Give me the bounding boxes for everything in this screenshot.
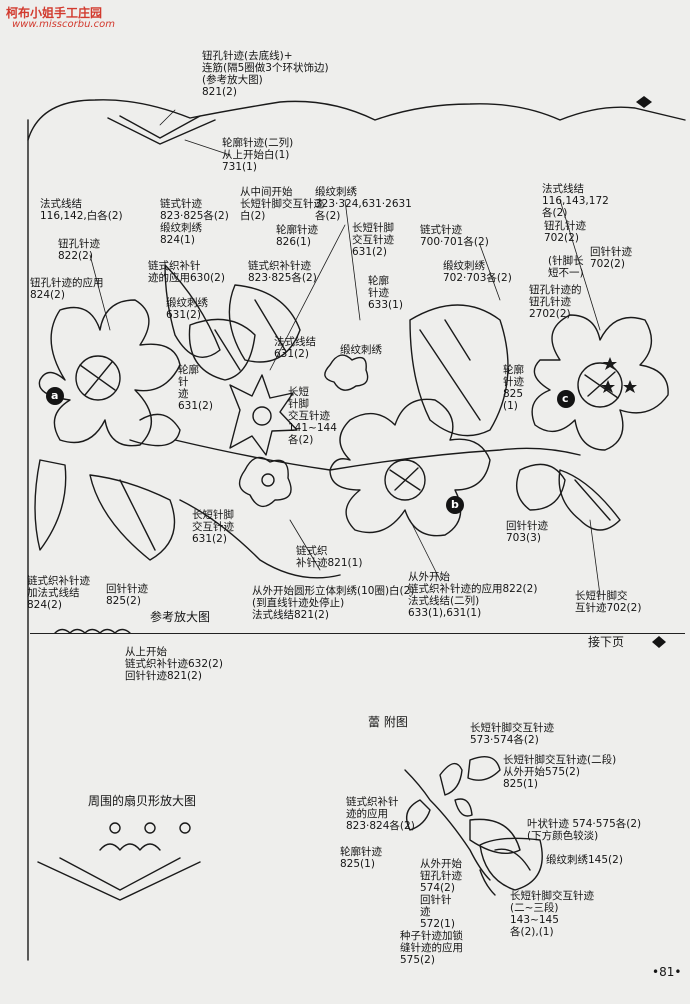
callout-outline-top: 轮廓针迹(二列) 从上开始白(1) 731(1) [222,137,294,173]
page-number-value: 81 [659,965,675,979]
callout-needle-length: (针脚长 短不一) [548,255,584,279]
site-url: www.misscorbu.com [12,19,115,30]
flower-b-drawing [329,398,491,537]
section-divider [30,633,685,634]
bud-drawing [404,756,543,896]
callout-outline-825: 轮廓 针迹 825 (1) [503,364,524,412]
callout-satin-small: 缎纹刺绣 [340,344,382,356]
callout-chain-fill-mid: 链式织补针迹 823·825各(2) [248,260,317,284]
callout-long-short-mid: 长短 针脚 交互针迹 141~144 各(2) [288,386,337,446]
callout-back-825: 回针针迹 825(2) [106,583,148,607]
callout-back-702: 回针针迹 702(2) [590,246,632,270]
callout-from-outside-circle: 从外开始圆形立体刺绣(10圈)白(2) (到直线针迹处停止) 法式线结821(2… [252,585,415,621]
callout-satin-631: 缎纹刺绣 631(2) [166,297,208,321]
scallop-enlarged-drawing [37,822,201,901]
callout-bud-leaf: 叶状针迹 574·575各(2) (下方颜色较淡) [527,818,642,842]
flower-label-c: c [562,392,569,405]
scallop-border [27,99,686,141]
callout-buttonhole-app-right: 钮孔针迹的 钮孔针迹 2702(2) [529,284,582,320]
callout-buttonhole-left: 钮孔针迹 822(2) [58,238,100,262]
scallop-enlarged-heading: 周围的扇贝形放大图 [88,794,197,808]
callout-chain-fill-left: 链式织补针 迹的应用630(2) [148,260,225,284]
callout-long-short-631-left: 长短针脚 交互针迹 631(2) [192,509,234,545]
star-flower [229,374,298,456]
callout-chain-700: 链式针迹 700·701各(2) [420,224,489,248]
callout-bud-chain: 链式织补针 迹的应用 823·824各(2) [346,796,415,832]
callout-back-703: 回针针迹 703(3) [506,520,548,544]
flower-a-drawing [34,299,181,561]
site-logo-text: 柯布小姐手工庄园 [6,6,103,20]
callout-from-middle: 从中间开始 长短针脚交互针迹 白(2) [240,186,324,222]
callout-outline-631: 轮廓 针 迹 631(2) [178,364,213,412]
callout-buttonhole-702: 钮孔针迹 702(2) [544,220,586,244]
callout-bud-long-short-3: 长短针脚交互针迹 (二~三段) 143~145 各(2),(1) [510,890,594,938]
callout-chain-leaf: 链式针迹 823·825各(2) 缎纹刺绣 824(1) [160,198,229,246]
callout-bud-seed: 种子针迹加锁 缝针迹的应用 575(2) [400,930,463,966]
callout-chain-fill-outline: 链式织补针迹 加法式线结 824(2) [27,575,90,611]
continue-next-page-link[interactable]: 接下页 [588,635,625,649]
callout-satin-702: 缎纹刺绣 702·703各(2) [443,260,512,284]
callout-bud-from-outside: 从外开始 钮孔针迹 574(2) 回针针 迹 572(1) [420,858,462,930]
flower-c-drawing [531,314,669,531]
callout-french-right: 法式线结 116,143,172 各(2) [542,183,609,219]
callout-from-outside-b: 从外开始 链式织补针迹的应用822(2) 法式线结(二列) 633(1),631… [408,571,538,619]
page-number: •81• [652,965,682,979]
callout-long-short-631: 长短针脚 交互针迹 631(2) [352,222,394,258]
callout-buttonhole-app-left: 钮孔针迹的应用 824(2) [30,277,104,301]
flower-label-a: a [51,389,59,402]
callout-outline-826: 轮廓针迹 826(1) [276,224,318,248]
callout-satin-top-mid: 缎纹刺绣 323·324,631·2631 各(2) [315,186,412,222]
callout-chain-fill-821: 链式织 补针迹821(1) [296,545,363,569]
bud-figure-heading: 蕾 附图 [368,715,408,729]
callout-french-631: 法式线结 631(2) [274,336,316,360]
scallop-sample-top [107,117,216,145]
callout-french-left: 法式线结 116,142,白各(2) [40,198,123,222]
callout-long-short-702: 长短针脚交 互针迹702(2) [575,590,642,614]
callout-bud-long-short-1: 长短针脚交互针迹 573·574各(2) [470,722,554,746]
callout-buttonhole-top: 钮孔针迹(去底线)+ 连筋(隔5圈做3个环状饰边) (参考放大图) 821(2) [202,50,329,98]
callout-bud-long-short-2: 长短针脚交互针迹(二段) 从外开始575(2) 825(1) [503,754,617,790]
callout-from-top-bottom: 从上开始 链式织补针迹632(2) 回针针迹821(2) [125,646,223,682]
callout-bud-satin: 缎纹刺绣145(2) [546,854,623,866]
callout-bud-outline: 轮廓针迹 825(1) [340,846,382,870]
reference-enlarged-heading: 参考放大图 [150,610,211,624]
callout-outline-633: 轮廓 针迹 633(1) [368,275,403,311]
flower-label-b: b [451,498,459,511]
